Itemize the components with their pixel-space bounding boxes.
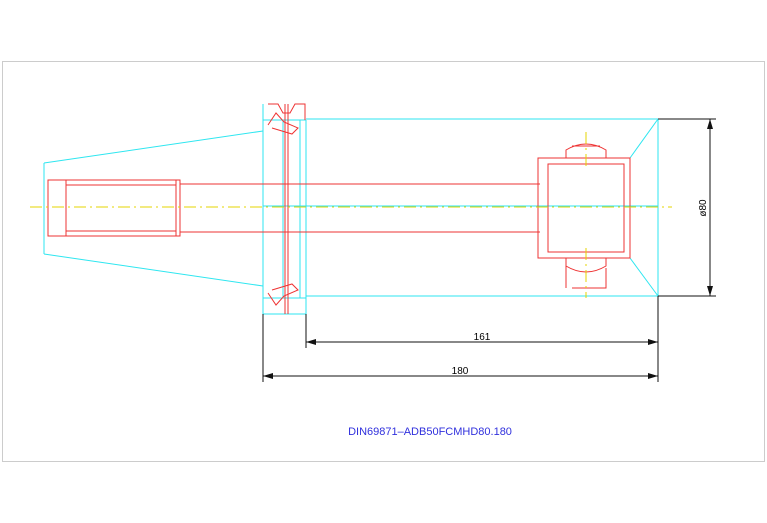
retention-knob-body xyxy=(47,179,181,237)
arrow-180-left xyxy=(263,373,273,379)
dimension-161-label: 161 xyxy=(474,332,491,343)
tool-holder-outline-cyan xyxy=(43,104,659,315)
arrow-161-right xyxy=(648,339,658,345)
dimension-diameter-label: ø80 xyxy=(698,199,709,217)
arrow-dia-bottom xyxy=(707,286,713,296)
drawing-title: DIN69871–ADB50FCMHD80.180 xyxy=(348,426,512,438)
drive-slot-bottom xyxy=(267,283,299,306)
drive-slot-top xyxy=(267,112,299,135)
clamp-head-inner xyxy=(547,163,625,253)
dimensions xyxy=(262,118,716,382)
body-chamfer-top xyxy=(629,118,659,159)
body-chamfer-bottom xyxy=(629,257,659,297)
clamp-head-outer xyxy=(537,157,631,259)
taper-top-edge xyxy=(43,130,264,164)
drawing-frame xyxy=(2,61,765,462)
taper-bottom-edge xyxy=(43,253,264,287)
tool-holder-outline-red xyxy=(47,103,631,314)
arrow-dia-top xyxy=(707,119,713,129)
dimension-180-label: 180 xyxy=(452,366,469,377)
centerlines xyxy=(30,132,672,298)
arrow-161-left xyxy=(306,339,316,345)
flange-v-groove xyxy=(268,103,306,120)
arrow-180-right xyxy=(648,373,658,379)
